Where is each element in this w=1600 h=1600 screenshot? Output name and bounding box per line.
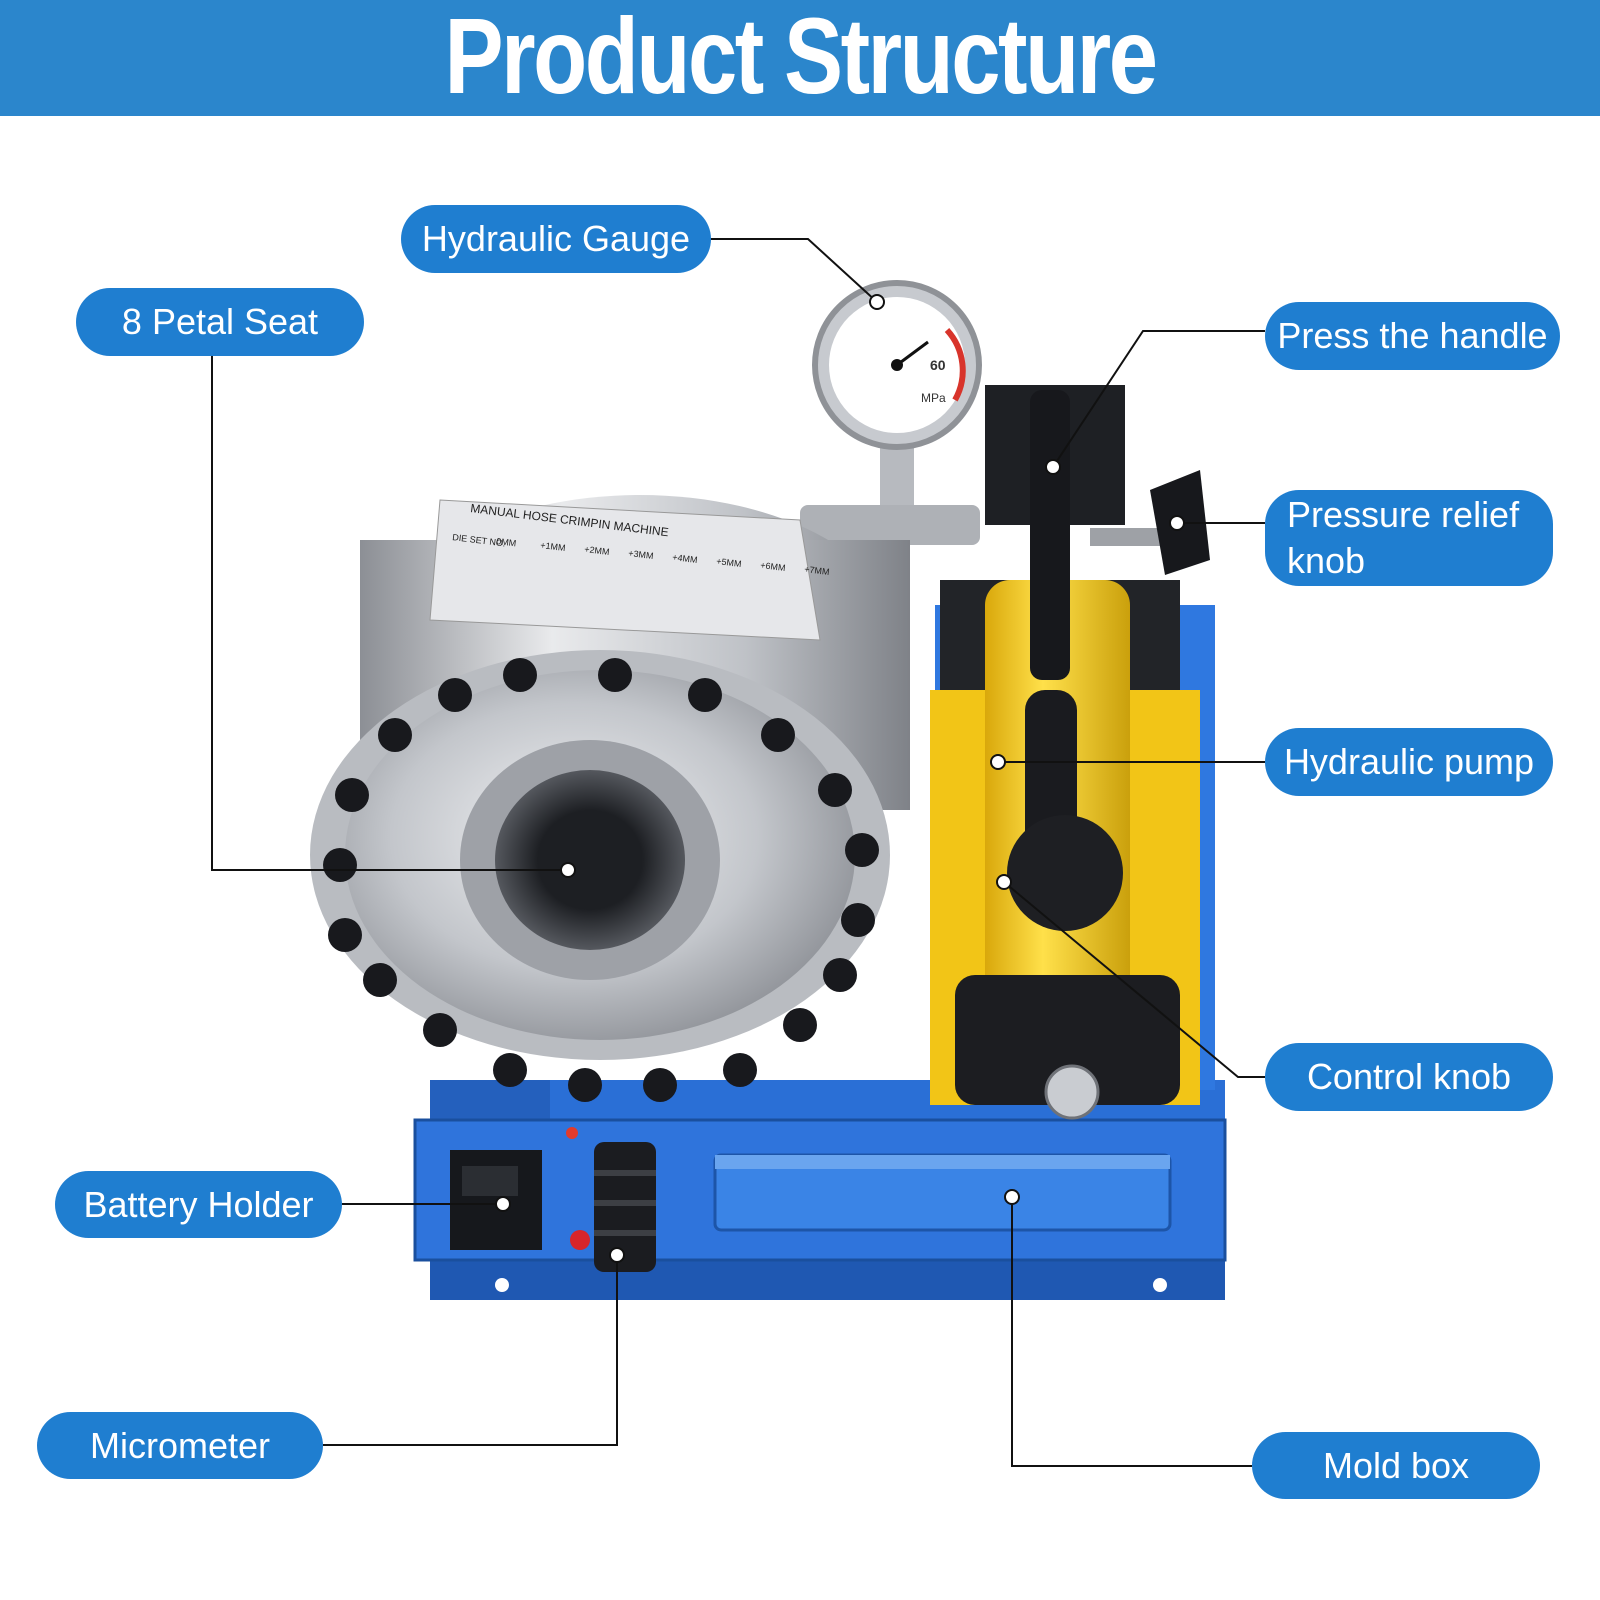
label-hydraulic-pump-text: Hydraulic pump <box>1283 741 1535 782</box>
plate-header-cell: +7MM <box>804 564 830 577</box>
label-hydraulic-pump: Hydraulic pump <box>1265 728 1553 796</box>
header-banner <box>0 0 1600 116</box>
label-hydraulic-gauge-text: Hydraulic Gauge <box>421 218 691 259</box>
plate-header-cell: 0MM <box>496 536 517 548</box>
mold-box <box>713 1153 1172 1232</box>
hydraulic-gauge: MPa 60 <box>800 280 982 545</box>
label-battery-holder: Battery Holder <box>55 1171 342 1238</box>
leader-lines <box>211 238 1265 1467</box>
label-pressure-relief-text: Pressure relief knob <box>1287 494 1520 581</box>
label-pressure-relief: Pressure relief knob <box>1265 490 1553 586</box>
label-press-handle-text: Press the handle <box>1277 315 1548 356</box>
press-handle <box>985 385 1125 931</box>
page-title: Product Structure <box>444 0 1157 116</box>
plate-header-cell: +2MM <box>584 544 610 557</box>
label-battery-holder-text: Battery Holder <box>83 1183 314 1225</box>
micrometer <box>566 1127 656 1272</box>
label-petal-seat-text: 8 Petal Seat <box>121 301 319 342</box>
label-mold-box: Mold box <box>1252 1432 1540 1499</box>
label-mold-box-text: Mold box <box>1322 1444 1470 1486</box>
battery-holder <box>450 1150 542 1250</box>
crimping-head: MANUAL HOSE CRIMPIN MACHINE <box>310 495 910 1102</box>
plate-header-cell: +4MM <box>672 552 698 565</box>
plate-header-cell: +1MM <box>540 540 566 553</box>
label-micrometer-text: Micrometer <box>89 1424 271 1466</box>
plate-header-cell: +6MM <box>760 560 786 573</box>
gauge-max-label: 60 <box>930 357 946 373</box>
label-micrometer: Micrometer <box>37 1412 323 1479</box>
plate-header-cell: +3MM <box>628 548 654 561</box>
label-hydraulic-gauge: Hydraulic Gauge <box>401 205 711 273</box>
leader-dots <box>495 294 1185 1263</box>
gauge-unit-label: MPa <box>921 391 946 405</box>
label-petal-seat: 8 Petal Seat <box>76 288 364 356</box>
label-control-knob-text: Control knob <box>1306 1056 1512 1097</box>
plate-header-cell: +5MM <box>716 556 742 569</box>
label-control-knob: Control knob <box>1265 1043 1553 1111</box>
label-press-handle: Press the handle <box>1265 302 1560 370</box>
